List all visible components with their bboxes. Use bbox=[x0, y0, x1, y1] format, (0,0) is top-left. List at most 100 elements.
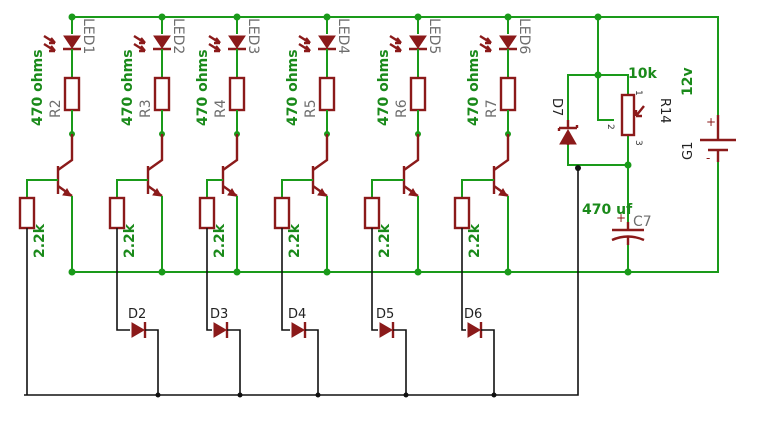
diode-icon bbox=[291, 322, 305, 338]
top-rail-right bbox=[508, 16, 719, 115]
pot-body bbox=[620, 93, 636, 137]
led-arrow-icon bbox=[298, 34, 311, 45]
base-resistor-value: 2.2k bbox=[32, 223, 48, 258]
diode-label: D4 bbox=[288, 307, 306, 322]
base-resistor bbox=[18, 196, 36, 230]
led-resistor-value: 470 ohms bbox=[195, 49, 211, 126]
diode-label: D3 bbox=[210, 307, 228, 322]
base-to-diode-wire bbox=[206, 228, 212, 331]
led-label: LED1 bbox=[80, 18, 96, 54]
base-resistor-value: 2.2k bbox=[287, 223, 303, 258]
led-icon bbox=[228, 35, 246, 49]
led-resistor-value: 470 ohms bbox=[120, 49, 136, 126]
capacitor-c7: + 470 uf C7 bbox=[582, 202, 652, 245]
junction bbox=[594, 71, 602, 79]
led-arrow-icon bbox=[208, 42, 221, 53]
led-arrow-icon bbox=[133, 34, 146, 45]
channel-5: D5 bbox=[363, 13, 427, 398]
collector-resistor bbox=[228, 76, 246, 112]
battery-value: 12v bbox=[680, 67, 696, 96]
base-resistor-value: 2.2k bbox=[467, 223, 483, 258]
channel-3: D3 bbox=[198, 13, 246, 398]
battery-minus: - bbox=[706, 151, 710, 165]
led-arrow-icon bbox=[43, 34, 56, 45]
base-wire bbox=[461, 179, 494, 198]
cap-plus: + bbox=[616, 211, 626, 225]
pot-wiper-wire bbox=[597, 75, 614, 121]
led-resistor-label: R7 bbox=[484, 99, 500, 118]
cap-label: C7 bbox=[633, 214, 652, 230]
base-wire bbox=[281, 179, 313, 198]
zener-bottom-wire bbox=[567, 145, 628, 166]
base-resistor-value: 2.2k bbox=[212, 223, 228, 258]
base-to-diode-wire bbox=[281, 228, 290, 331]
led-icon bbox=[409, 35, 427, 49]
collector-resistor bbox=[318, 76, 336, 112]
channel-4: D4 bbox=[273, 13, 336, 398]
emitter-arrow-icon bbox=[227, 188, 237, 197]
diode-icon bbox=[213, 322, 227, 338]
base-resistor-value: 2.2k bbox=[122, 223, 138, 258]
emitter-arrow-icon bbox=[498, 188, 508, 197]
led-icon bbox=[63, 35, 81, 49]
led-arrow-icon bbox=[133, 42, 146, 53]
collector-resistor bbox=[499, 76, 517, 112]
collector-resistor bbox=[153, 76, 171, 112]
led-resistor-label: R2 bbox=[48, 99, 64, 118]
junction bbox=[233, 268, 241, 276]
led-arrow-icon bbox=[479, 42, 492, 53]
led-label: LED2 bbox=[170, 18, 186, 54]
diode-return-wire bbox=[393, 329, 407, 395]
transistor-collector bbox=[403, 134, 420, 171]
led-arrow-icon bbox=[389, 42, 402, 53]
diode-label: D5 bbox=[376, 307, 394, 322]
diode-label: D6 bbox=[464, 307, 482, 322]
base-resistor bbox=[363, 196, 381, 230]
channel-6: D6 bbox=[453, 13, 517, 398]
led-resistor-label: R6 bbox=[394, 99, 410, 118]
zener-top-wire bbox=[567, 74, 598, 120]
diode-icon bbox=[131, 322, 145, 338]
led-label: LED3 bbox=[245, 18, 261, 54]
led-label: LED4 bbox=[335, 18, 351, 54]
led-label: LED5 bbox=[426, 18, 442, 54]
led-resistor-value: 470 ohms bbox=[30, 49, 46, 126]
pot-value: 10k bbox=[628, 66, 657, 82]
emitter-arrow-icon bbox=[62, 188, 72, 197]
junction bbox=[594, 13, 602, 21]
led-resistor-value: 470 ohms bbox=[376, 49, 392, 126]
led-arrow-icon bbox=[208, 34, 221, 45]
diode-return-wire bbox=[305, 329, 319, 395]
transistor-collector bbox=[57, 134, 74, 171]
led-icon bbox=[153, 35, 171, 49]
led-resistor-value: 470 ohms bbox=[285, 49, 301, 126]
channel-1 bbox=[18, 13, 81, 395]
emitter-arrow-icon bbox=[152, 188, 162, 197]
led-arrow-icon bbox=[389, 34, 402, 45]
pot-label: R14 bbox=[657, 98, 672, 124]
diode-return-wire bbox=[145, 329, 159, 395]
transistor-collector bbox=[493, 134, 510, 171]
diode-icon bbox=[467, 322, 481, 338]
led-arrow-icon bbox=[43, 42, 56, 53]
base-resistor bbox=[198, 196, 216, 230]
emitter-arrow-icon bbox=[317, 188, 327, 197]
junction bbox=[323, 268, 331, 276]
battery-label: G1 bbox=[681, 142, 696, 160]
base-resistor bbox=[273, 196, 291, 230]
transistor-collector bbox=[222, 134, 239, 171]
collector-resistor bbox=[409, 76, 427, 112]
pot-top-wire bbox=[597, 17, 629, 95]
junction bbox=[158, 268, 166, 276]
transistor-collector bbox=[312, 134, 329, 171]
junction bbox=[414, 268, 422, 276]
zener-label: D7 bbox=[549, 98, 564, 116]
diode-label: D2 bbox=[128, 307, 146, 322]
base-resistor-value: 2.2k bbox=[377, 223, 393, 258]
led-icon bbox=[499, 35, 517, 49]
base-to-diode-wire bbox=[371, 228, 378, 331]
diode-icon bbox=[379, 322, 393, 338]
led-label: LED6 bbox=[516, 18, 532, 54]
pot-pin2: 2 bbox=[605, 124, 615, 130]
